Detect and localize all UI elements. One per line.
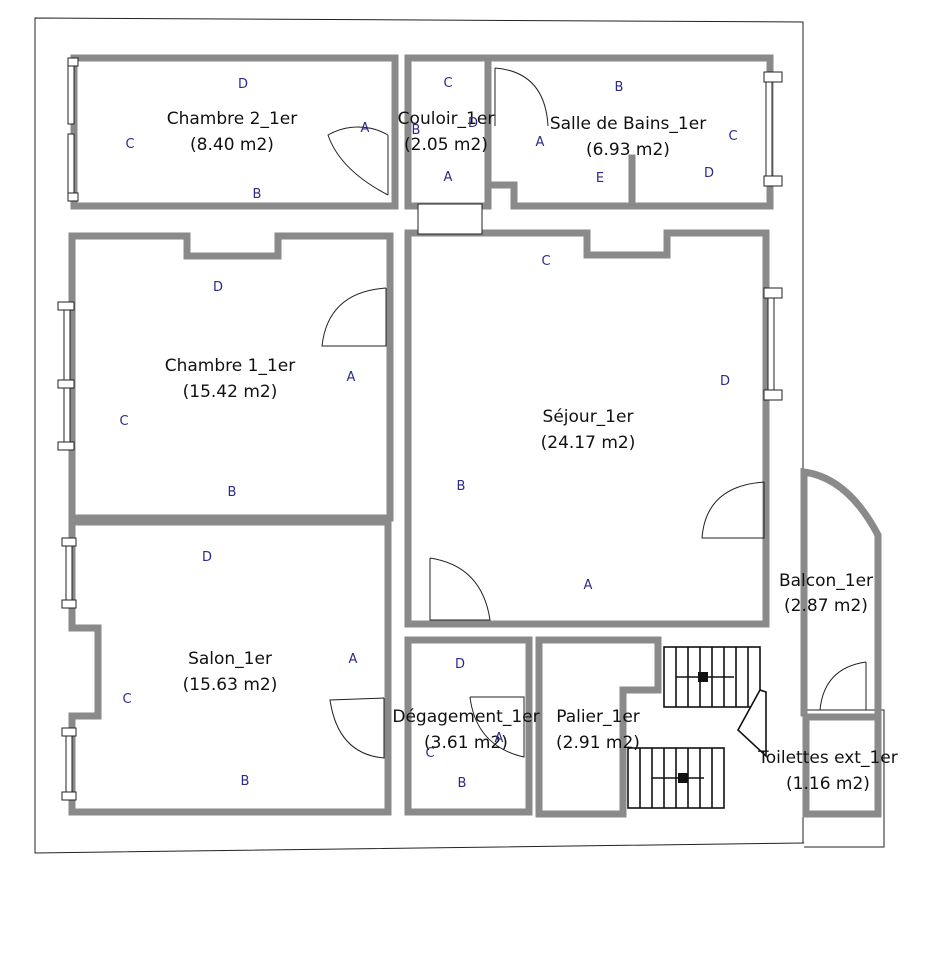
window [61,537,77,547]
wall-label: A [349,652,358,667]
wall-labels: D C A B C B D A B A C E D D A C B C D B … [119,76,737,791]
wall-label: C [443,76,452,91]
wall-label: B [253,187,262,202]
window [63,304,71,446]
door [469,696,525,758]
window [65,729,73,797]
room-name-chambre2: Chambre 2_1er [167,109,297,129]
wall-label: B [241,774,250,789]
window [763,287,783,299]
wall-toilettes [802,713,882,818]
room-name-palier: Palier_1er [556,707,640,727]
window [763,71,783,83]
wall-chambre2 [70,54,399,210]
room-area-sejour: (24.17 m2) [541,433,636,453]
room-area-toilettes: (1.16 m2) [786,774,870,794]
wall-label: A [536,135,545,150]
wall-label: C [125,137,134,152]
door [429,557,491,621]
room-area-chambre2: (8.40 m2) [190,135,274,155]
room-area-chambre1: (15.42 m2) [183,382,278,402]
room-name-balcon: Balcon_1er [779,571,873,591]
window [67,59,75,125]
room-name-couloir: Couloir_1er [398,109,495,129]
opening [417,203,483,235]
door [701,481,765,539]
room-name-degagement: Dégagement_1er [392,707,539,727]
wall-label: C [119,414,128,429]
wall-label: A [347,370,356,385]
door [819,661,867,711]
room-area-palier: (2.91 m2) [556,733,640,753]
window [57,441,75,451]
wall-label: D [238,77,248,92]
window [57,301,75,311]
wall-label: D [468,116,478,131]
room-area-couloir: (2.05 m2) [404,135,488,155]
wall-label: C [541,254,550,269]
room-name-sdb: Salle de Bains_1er [550,114,706,134]
wall-label: D [720,374,730,389]
window [763,175,783,187]
window [57,379,75,389]
wall-label: D [455,657,465,672]
window [61,599,77,609]
wall-label: B [412,123,421,138]
window [61,727,77,737]
wall-label: A [361,121,370,136]
wall-label: B [228,485,237,500]
room-area-degagement: (3.61 m2) [424,733,508,753]
window [763,389,783,401]
door [329,697,385,759]
room-area-salon: (15.63 m2) [183,675,278,695]
room-name-toilettes: Toilettes ext_1er [757,748,898,768]
wall-sdb [486,54,774,210]
wall-sejour [404,229,770,628]
window [765,71,773,185]
room-labels: Chambre 2_1er (8.40 m2) Couloir_1er (2.0… [165,109,898,794]
stairs [627,646,767,809]
window [767,291,775,395]
window [65,539,73,605]
wall-label: B [615,80,624,95]
wall-label: C [728,129,737,144]
room-area-balcon: (2.87 m2) [784,596,868,616]
window [67,57,79,67]
doors [321,67,867,759]
wall-label: A [584,578,593,593]
room-name-chambre1: Chambre 1_1er [165,356,295,376]
wall-chambre1 [68,232,394,522]
wall-label: B [458,776,467,791]
door [321,287,387,347]
window [67,192,79,202]
room-area-sdb: (6.93 m2) [586,140,670,160]
wall-label: A [444,170,453,185]
room-name-sejour: Séjour_1er [543,407,634,427]
wall-label: E [596,171,604,186]
wall-palier [535,636,662,818]
door [494,67,549,127]
wall-label: A [495,731,504,746]
wall-label: D [202,550,212,565]
wall-degagement [404,636,533,816]
wall-label: D [213,280,223,295]
window [61,791,77,801]
wall-balcon [800,467,882,717]
wall-label: C [425,746,434,761]
wall-label: C [122,692,131,707]
windows [57,57,783,801]
room-name-salon: Salon_1er [188,649,272,669]
walls [68,54,882,818]
wall-salon [68,518,392,816]
wall-label: B [457,479,466,494]
door [327,126,389,196]
wall-label: D [704,166,714,181]
window [67,133,75,199]
